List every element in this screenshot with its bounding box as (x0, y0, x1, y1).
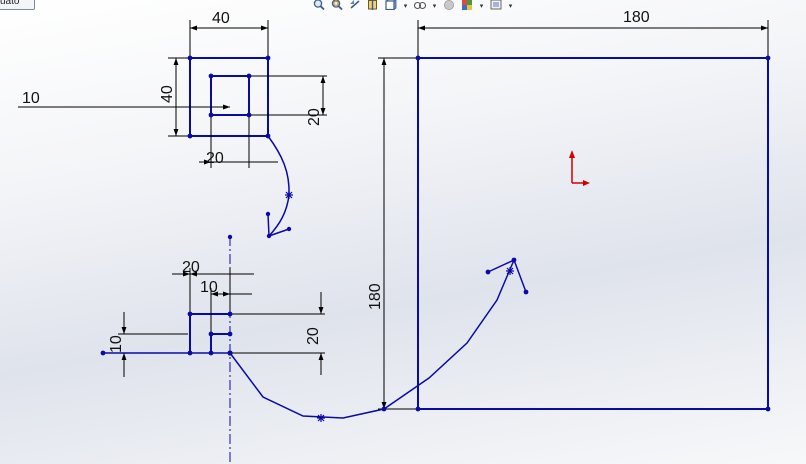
dim-bottom-inner-width[interactable]: 10 (200, 279, 218, 296)
edit-appearance-icon[interactable] (460, 0, 474, 10)
bottom-profile-dimensions (118, 268, 325, 377)
dim-bottom-outer-width[interactable]: 20 (182, 259, 200, 276)
dim-top-square-height[interactable]: 40 (159, 85, 176, 103)
dim-bottom-height[interactable]: 20 (305, 327, 322, 345)
dim-big-square-height[interactable]: 180 (367, 283, 384, 310)
dim-big-square-width[interactable]: 180 (623, 9, 650, 26)
top-square-sketch[interactable] (189, 57, 269, 137)
sweep-endpoint-icon (506, 267, 514, 275)
dim-bottom-offset[interactable]: 10 (108, 335, 125, 353)
dim-top-offset[interactable]: 10 (22, 90, 40, 107)
document-tab-label: uato (0, 0, 20, 7)
view-orientation-icon[interactable] (384, 0, 398, 10)
big-square-vertices (415, 55, 771, 412)
display-style-icon[interactable] (413, 0, 427, 10)
document-tab[interactable]: uato (0, 0, 35, 10)
bottom-profile-vertices (100, 311, 233, 356)
big-square-dimensions (378, 20, 769, 410)
zoom-to-area-icon[interactable] (330, 0, 344, 10)
previous-view-icon[interactable] (348, 0, 362, 10)
top-sweep-path[interactable] (267, 135, 290, 237)
zoom-to-fit-icon[interactable] (312, 0, 326, 10)
top-inner-square[interactable] (210, 75, 250, 116)
sweep-midpoint-icon (317, 414, 325, 422)
top-path-point-icon (285, 191, 293, 199)
edit-appearance-dropdown-icon[interactable]: ▾ (479, 2, 484, 10)
view-settings-icon[interactable] (489, 0, 503, 10)
origin-icon (569, 150, 590, 186)
dim-top-inner-height[interactable]: 20 (306, 108, 323, 126)
top-square-vertices (187, 55, 271, 139)
view-settings-dropdown-icon[interactable]: ▾ (508, 2, 513, 10)
heads-up-view-toolbar: ▾ ▾ ▾ ▾ (312, 0, 514, 10)
top-square-dimensions (18, 20, 327, 168)
dim-top-inner-width[interactable]: 20 (206, 150, 224, 167)
hide-show-items-icon[interactable] (442, 0, 456, 10)
big-square-sketch[interactable] (417, 57, 769, 410)
display-style-dropdown-icon[interactable]: ▾ (432, 2, 437, 10)
top-outer-square[interactable] (189, 57, 269, 137)
dim-top-square-width[interactable]: 40 (212, 10, 230, 27)
section-view-icon[interactable] (366, 0, 380, 10)
view-orientation-dropdown-icon[interactable]: ▾ (403, 2, 408, 10)
